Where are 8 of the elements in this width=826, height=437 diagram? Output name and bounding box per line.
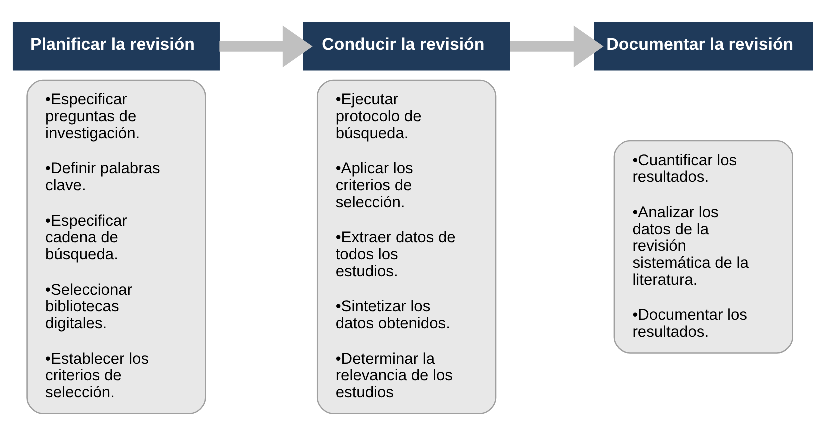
node-box: •Especificar preguntas de investigación. •Definir palabras clave. •Especificar cadena de búsqueda. •Seleccionar bibliotecas digitales. •Establecer los criterios de selección. [26, 80, 206, 414]
arrow [220, 26, 313, 68]
node-box: Documentar la revisión [594, 22, 814, 71]
arrow [510, 26, 604, 68]
node-box: Planificar la revisión [12, 22, 220, 71]
node-box: Conducir la revisión [303, 22, 510, 71]
node-box: •Ejecutar protocolo de búsqueda. •Aplicar los criterios de selección. •Extraer datos de todos los estudios. •Sintetizar los datos obtenidos. •Determinar la relevancia de los estudios [316, 80, 497, 414]
node-box: •Cuantificar los resultados. •Analizar los datos de la revisión sistemática de la literatura. •Documentar los resultados. [614, 140, 794, 354]
